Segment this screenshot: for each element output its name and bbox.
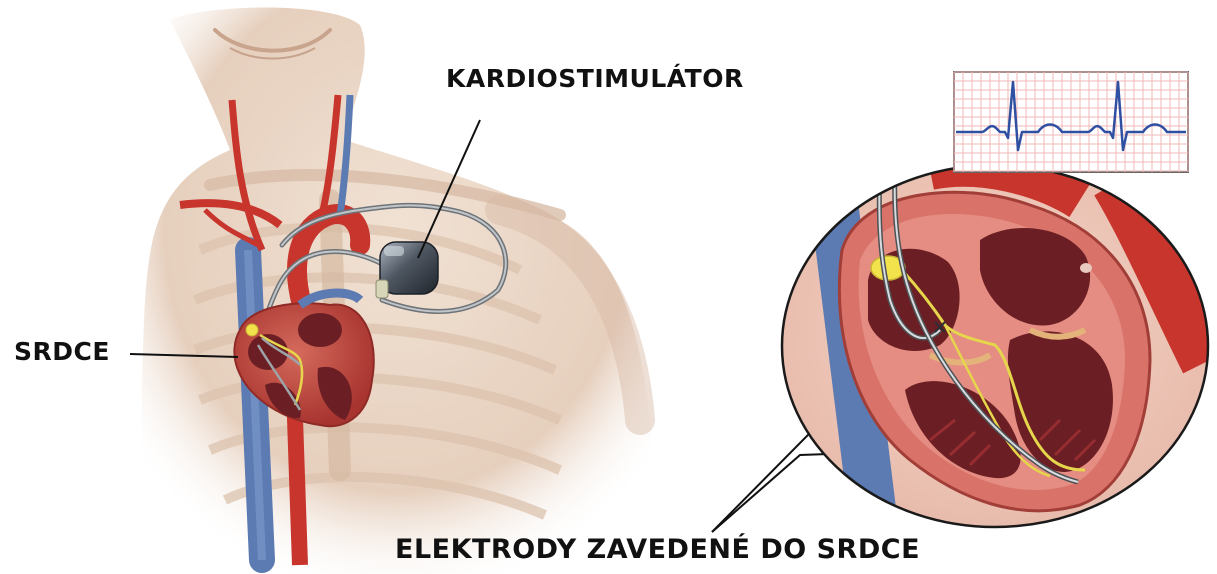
heart-label: SRDCE <box>14 337 110 366</box>
pacemaker-label: KARDIOSTIMULÁTOR <box>446 64 744 93</box>
heart-cross-section-zoom <box>782 165 1210 574</box>
ecg-strip <box>954 72 1188 172</box>
leads-label: ELEKTRODY ZAVEDENÉ DO SRDCE <box>395 534 920 565</box>
pacemaker-device <box>376 242 438 298</box>
